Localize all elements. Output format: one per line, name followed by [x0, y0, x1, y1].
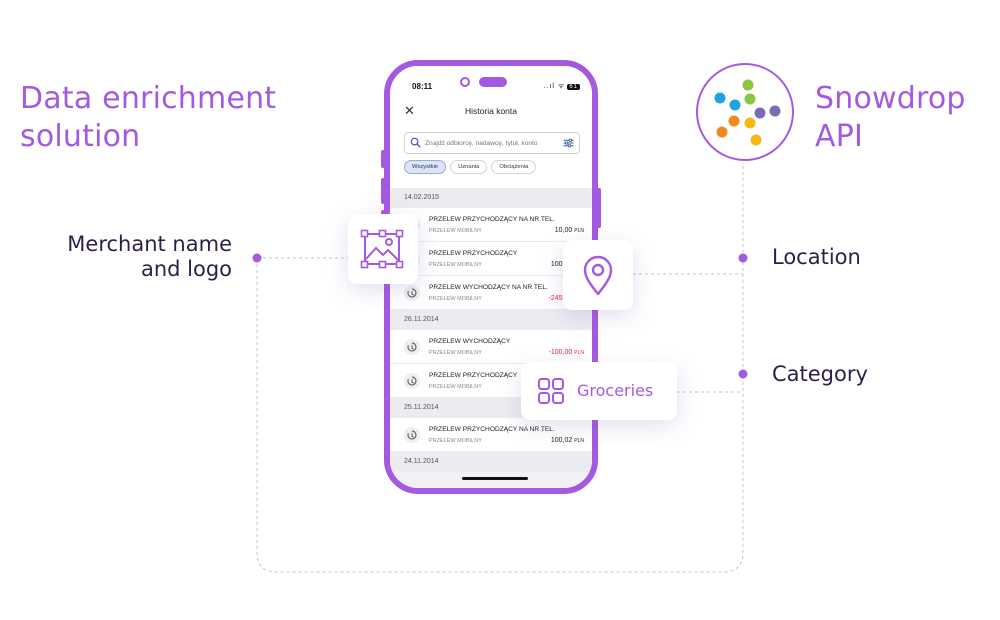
phone-power-button: [597, 188, 601, 228]
signal-wifi-icon: ..ıl ᯤ: [543, 83, 566, 90]
transaction-title: PRZELEW PRZYCHODZĄCY NA NR TEL.: [429, 426, 555, 433]
label-line: and logo: [140, 257, 232, 281]
search-box[interactable]: [404, 132, 580, 154]
filter-chip-all[interactable]: Wszystkie: [404, 160, 447, 174]
location-card: [563, 240, 633, 310]
filter-chips: Wszystkie Uznania Obciążenia: [404, 160, 537, 174]
amount-value: 100,00: [550, 261, 573, 268]
image-icon: [360, 229, 404, 269]
location-connector-dot: [738, 253, 748, 263]
amount-value: -245,00: [548, 295, 573, 302]
snowdrop-api-headline: Snowdrop API: [815, 80, 966, 156]
transfer-icon: [404, 373, 420, 389]
category-connector-dot: [738, 369, 748, 379]
transaction-type: PRZELEW MOBILNY: [429, 228, 482, 234]
category-label: Category: [772, 362, 868, 386]
amount-currency: PLN: [574, 438, 584, 444]
data-enrichment-headline: Data enrichment solution: [20, 80, 276, 156]
amount-currency: PLN: [574, 228, 584, 234]
battery-icon: 61: [567, 84, 580, 90]
transfer-icon: [404, 427, 420, 443]
transaction-type: PRZELEW MOBILNY: [429, 262, 482, 268]
date-header: 14.02.2015: [390, 188, 592, 208]
amount-value: 100,02: [550, 437, 573, 444]
camera-dot: [460, 77, 470, 87]
transaction-row[interactable]: PRZELEW WYCHODZĄCY NA NR TEL. PRZELEW MOB…: [390, 276, 592, 310]
phone-side-button: [381, 150, 385, 168]
status-time: 08:11: [412, 82, 433, 91]
transaction-type: PRZELEW MOBILNY: [429, 296, 482, 302]
transaction-type: PRZELEW MOBILNY: [429, 438, 482, 444]
home-indicator: [462, 477, 528, 480]
amount-value: 10,00: [554, 227, 573, 234]
grid-icon: [538, 378, 564, 404]
transaction-type: PRZELEW MOBILNY: [429, 384, 482, 390]
transaction-amount: 10,00 PLN: [555, 227, 584, 234]
category-value: Groceries: [577, 381, 654, 400]
location-label: Location: [772, 245, 861, 269]
transaction-row[interactable]: PRZELEW PRZYCHODZĄCY PRZELEW MOBILNY 100,0…: [390, 242, 592, 276]
merchant-name-label: Merchant name and logo: [67, 232, 232, 282]
search-input[interactable]: [425, 133, 557, 153]
headline-line: Snowdrop: [815, 81, 966, 116]
transaction-amount: 100,02 PLN: [551, 437, 584, 444]
transaction-title: PRZELEW PRZYCHODZĄCY NA NR TEL.: [429, 216, 555, 223]
transaction-row[interactable]: PRZELEW WYCHODZĄCY PRZELEW MOBILNY -100,00…: [390, 330, 592, 364]
filter-sliders-icon[interactable]: [563, 138, 574, 148]
transaction-amount: -100,00 PLN: [549, 349, 584, 356]
category-card: Groceries: [521, 362, 677, 420]
transaction-title: PRZELEW PRZYCHODZĄCY: [429, 372, 518, 379]
transfer-icon: [404, 339, 420, 355]
amount-value: -100,00: [548, 349, 573, 356]
transaction-title: PRZELEW WYCHODZĄCY: [429, 338, 511, 345]
snowdrop-logo: [696, 63, 794, 161]
transaction-title: PRZELEW PRZYCHODZĄCY: [429, 250, 518, 257]
phone-side-button: [381, 178, 385, 204]
merchant-logo-card: [348, 214, 418, 284]
headline-line: Data enrichment: [20, 81, 277, 116]
date-header: 26.11.2014: [390, 310, 592, 330]
amount-currency: PLN: [574, 350, 584, 356]
app-header: ✕ Historia konta Wszystkie Uznania Obc: [390, 96, 592, 188]
filter-chip-debits[interactable]: Obciążenia: [491, 160, 537, 174]
transaction-type: PRZELEW MOBILNY: [429, 350, 482, 356]
transfer-icon: [404, 285, 420, 301]
date-header: 24.11.2014: [390, 452, 592, 472]
search-icon: [410, 137, 421, 148]
transaction-row[interactable]: PRZELEW PRZYCHODZĄCY NA NR TEL. PRZELEW M…: [390, 418, 592, 452]
filter-chip-credits[interactable]: Uznania: [450, 160, 488, 174]
map-pin-icon: [583, 255, 613, 296]
transaction-title: PRZELEW WYCHODZĄCY NA NR TEL.: [429, 284, 548, 291]
label-line: Merchant name: [67, 232, 232, 256]
headline-line: solution: [20, 119, 141, 154]
merchant-connector-dot: [252, 253, 262, 263]
headline-line: API: [815, 119, 864, 154]
dynamic-island: [479, 77, 507, 87]
close-icon[interactable]: ✕: [404, 103, 415, 118]
transaction-row[interactable]: PRZELEW PRZYCHODZĄCY NA NR TEL. PRZELEW M…: [390, 208, 592, 242]
screen-title: Historia konta: [465, 106, 517, 116]
